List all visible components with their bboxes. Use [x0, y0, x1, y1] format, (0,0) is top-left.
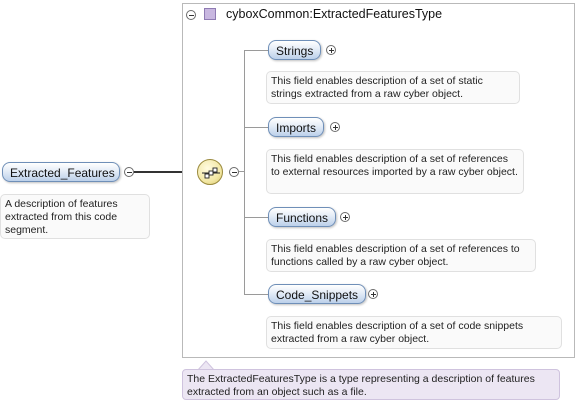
- root-element-pill[interactable]: Extracted_Features: [2, 162, 120, 182]
- child-element-pill[interactable]: Strings: [268, 40, 322, 60]
- type-collapse-icon[interactable]: [186, 10, 196, 20]
- child-description: This field enables description of a set …: [266, 239, 536, 272]
- type-description: The ExtractedFeaturesType is a type repr…: [182, 369, 560, 400]
- child-element-label: Functions: [276, 211, 329, 225]
- branch-connector: [244, 127, 268, 128]
- child-description: This field enables description of a set …: [266, 316, 562, 349]
- child-description: This field enables description of a set …: [266, 149, 524, 194]
- branch-connector: [244, 294, 268, 295]
- expand-icon[interactable]: [330, 122, 340, 132]
- child-description: This field enables description of a set …: [266, 71, 520, 104]
- child-element-pill[interactable]: Code_Snippets: [268, 284, 367, 304]
- sequence-glyph-icon: [202, 167, 220, 179]
- child-element-pill[interactable]: Imports: [268, 117, 325, 137]
- sequence-compositor-icon[interactable]: [197, 159, 223, 185]
- expand-icon[interactable]: [340, 212, 350, 222]
- expand-icon[interactable]: [326, 45, 336, 55]
- complex-type-icon: [204, 8, 216, 20]
- branch-connector: [244, 217, 268, 218]
- child-element-label: Strings: [276, 44, 314, 58]
- expand-icon[interactable]: [368, 289, 378, 299]
- branch-connector: [239, 171, 245, 172]
- child-element-pill[interactable]: Functions: [268, 207, 337, 227]
- type-title: cyboxCommon:ExtractedFeaturesType: [226, 7, 443, 21]
- root-description: A description of features extracted from…: [0, 194, 150, 239]
- root-element-label: Extracted_Features: [10, 166, 115, 180]
- root-collapse-icon[interactable]: [124, 167, 134, 177]
- root-connector: [134, 171, 198, 173]
- child-element-label: Code_Snippets: [276, 288, 359, 302]
- branch-connector: [244, 50, 268, 51]
- compositor-collapse-icon[interactable]: [229, 167, 239, 177]
- child-element-label: Imports: [276, 121, 317, 135]
- branch-spine: [244, 50, 245, 294]
